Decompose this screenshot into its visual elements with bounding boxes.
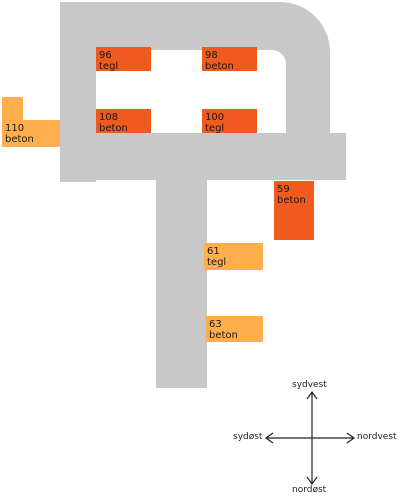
building-number: 110 [5, 123, 25, 134]
building-number: 61 [207, 246, 220, 257]
road-east-vertical [286, 50, 330, 145]
building-material: beton [277, 195, 306, 206]
compass-label-right: nordvest [357, 432, 397, 442]
building-material: beton [5, 134, 34, 145]
road-south-vertical [156, 133, 207, 388]
building-number: 100 [205, 112, 225, 123]
building-61: 61 tegl [204, 243, 263, 270]
building-material: tegl [99, 61, 119, 72]
building-100: 100 tegl [202, 109, 257, 134]
building-110-wing [2, 97, 23, 120]
building-96: 96 tegl [96, 47, 151, 72]
compass-label-left: sydøst [233, 432, 263, 442]
compass-label-top: sydvest [292, 380, 327, 390]
building-63: 63 beton [206, 316, 263, 342]
building-number: 98 [205, 50, 218, 61]
building-material: tegl [207, 257, 227, 268]
building-material: beton [205, 61, 234, 72]
building-98: 98 beton [202, 47, 257, 72]
road-north-horizontal [60, 2, 280, 50]
building-110-body: 110 beton [2, 120, 60, 147]
building-material: beton [99, 123, 128, 134]
building-number: 63 [209, 319, 222, 330]
building-material: tegl [205, 123, 225, 134]
compass-label-bottom: nordøst [292, 485, 327, 495]
building-number: 59 [277, 184, 290, 195]
building-108: 108 beton [96, 109, 151, 134]
building-59: 59 beton [274, 181, 314, 240]
building-material: beton [209, 330, 238, 341]
building-number: 108 [99, 112, 119, 123]
building-number: 96 [99, 50, 112, 61]
